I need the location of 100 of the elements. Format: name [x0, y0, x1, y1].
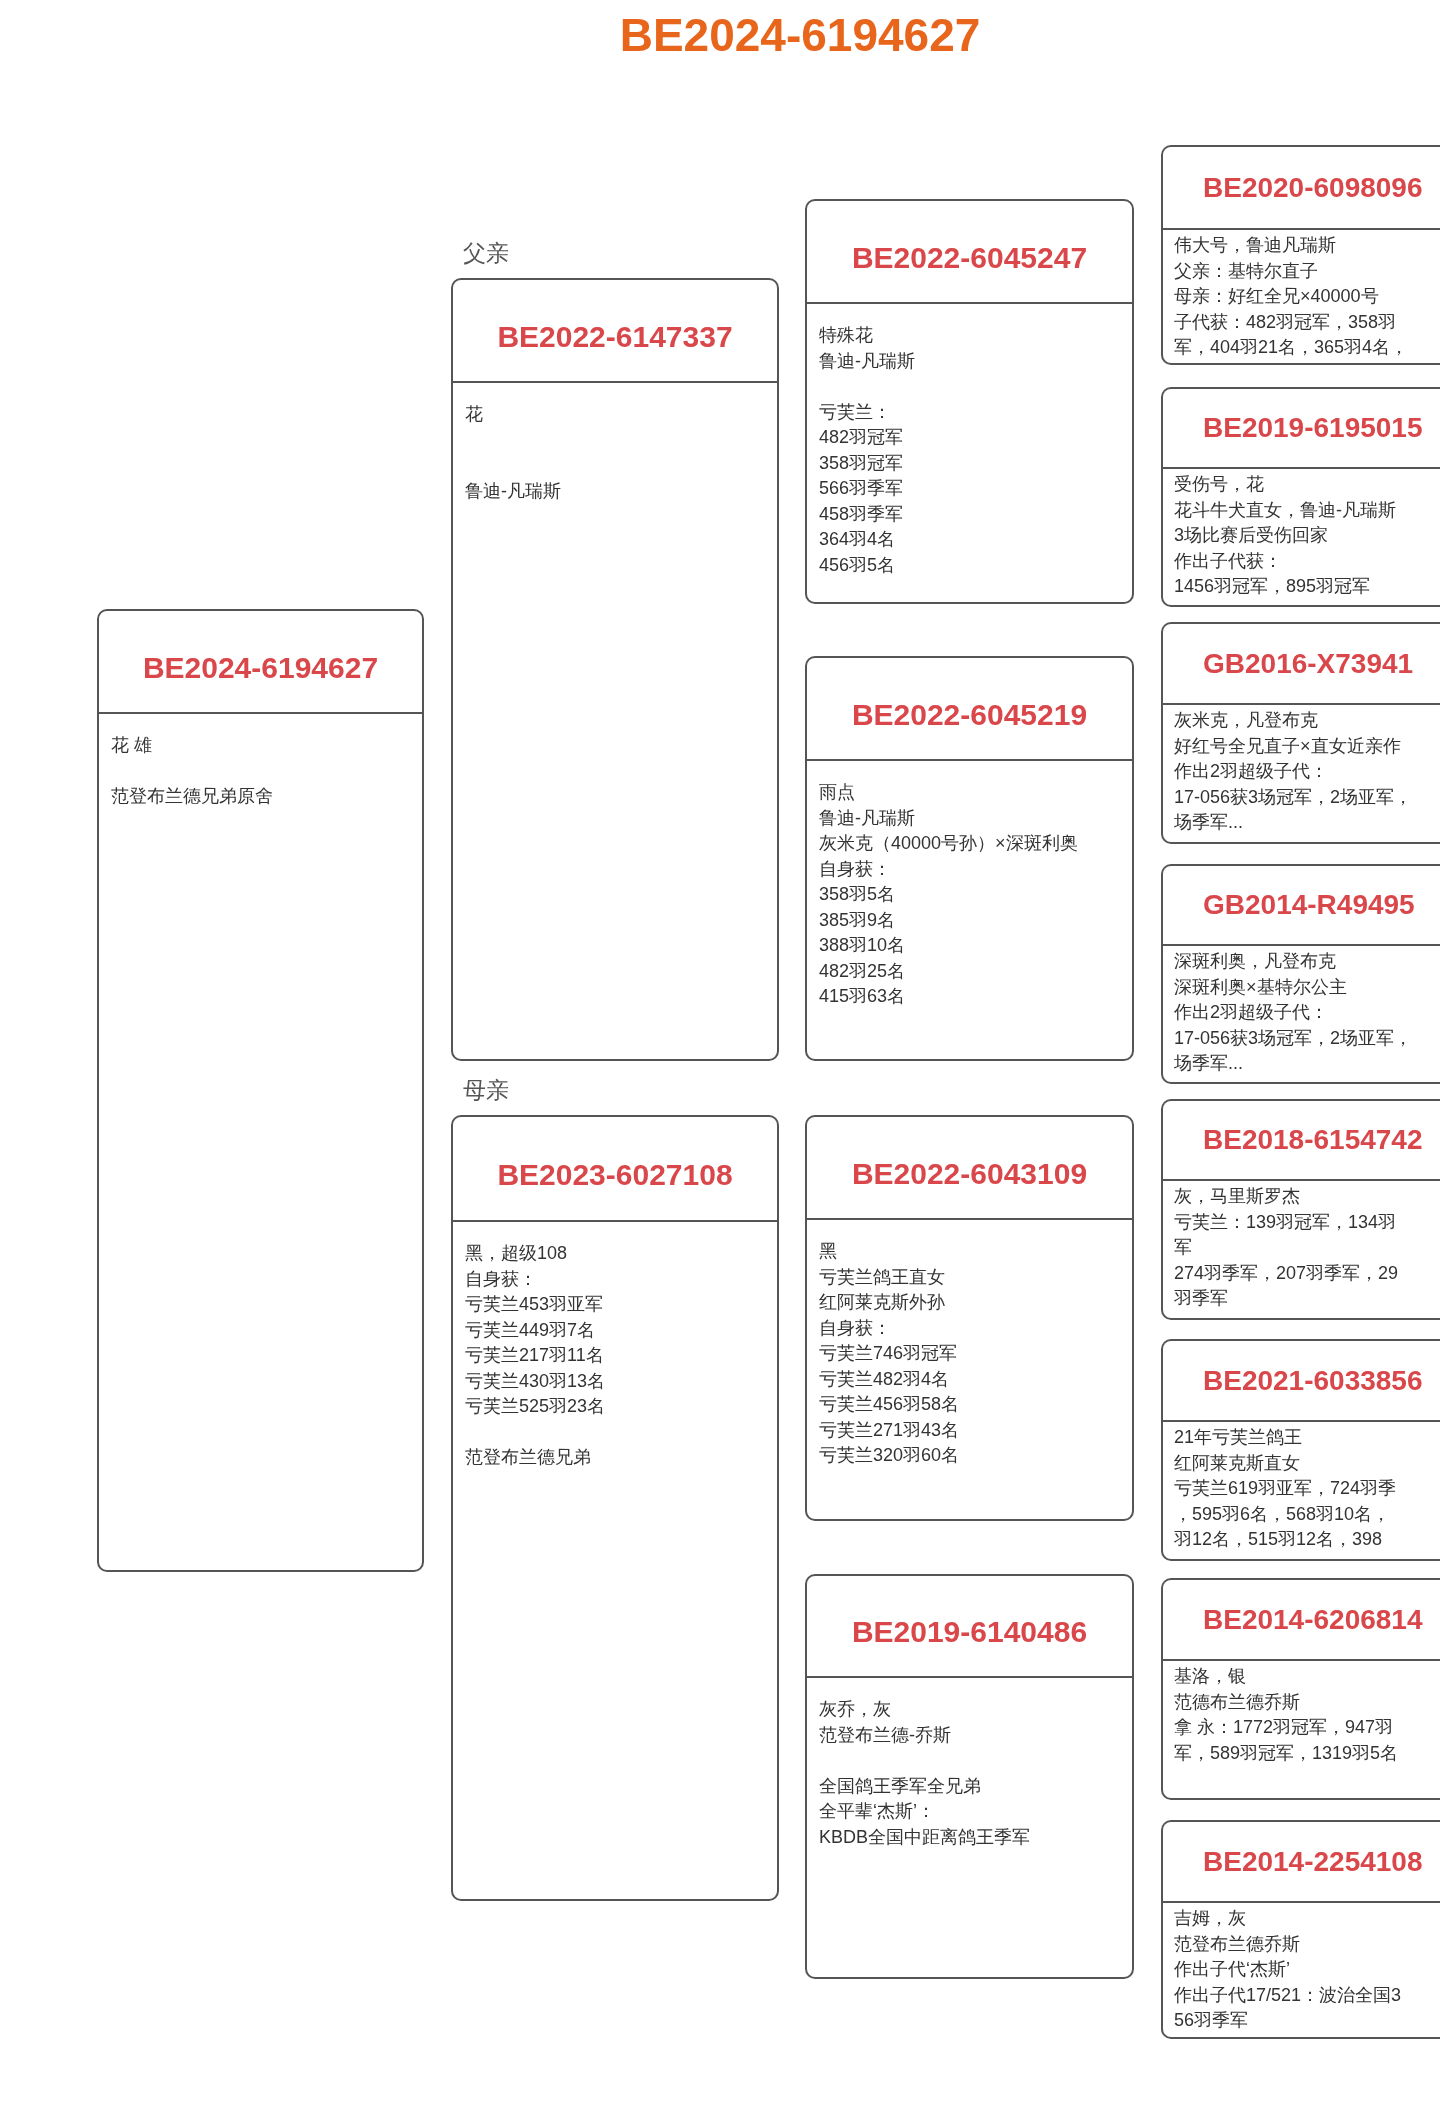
ring-number: BE2022-6043109 — [851, 1158, 1088, 1189]
ring-number: BE2022-6147337 — [497, 321, 733, 352]
pedigree-note: 自身获： — [819, 1317, 891, 1338]
pedigree-note: 17-056获3场冠军，2场亚军， — [1174, 1027, 1413, 1048]
pedigree-card — [1161, 622, 1440, 844]
pedigree-note: 花 — [465, 404, 483, 424]
pedigree-note: 父亲：基特尔直子 — [1174, 260, 1318, 281]
pedigree-card — [1161, 1578, 1440, 1800]
pedigree-note: 亏芙兰453羽亚军 — [465, 1294, 604, 1314]
pedigree-note: 全平辈‘杰斯’： — [819, 1801, 935, 1821]
ring-number: BE2024-6194627 — [142, 652, 379, 683]
ring-number: BE2022-6045247 — [851, 242, 1088, 273]
pedigree-note: 亏芙兰271羽43名 — [819, 1419, 960, 1440]
pedigree-note: 羽季军 — [1174, 1288, 1228, 1308]
pedigree-note: ，595羽6名，568羽10名， — [1174, 1503, 1391, 1524]
ring-number: BE2023-6027108 — [497, 1159, 733, 1190]
pedigree-note: 1456羽冠军，895羽冠军 — [1174, 576, 1371, 596]
ring-number: BE2021-6033856 — [1203, 1366, 1423, 1395]
ring-number: GB2014-R49495 — [1203, 891, 1415, 919]
diagram-title: BE2024-6194627 — [619, 12, 981, 58]
pedigree-note: 军 — [1174, 1237, 1192, 1257]
pedigree-note: 鲁迪-凡瑞斯 — [819, 350, 915, 371]
pedigree-note: 范登布兰德兄弟 — [465, 1447, 591, 1467]
pedigree-note: 伟大号，鲁迪凡瑞斯 — [1174, 235, 1336, 255]
pedigree-note: 军，404羽21名，365羽4名， — [1174, 337, 1409, 357]
pedigree-note: 场季军... — [1174, 812, 1243, 832]
pedigree-note: 自身获： — [819, 858, 891, 879]
pedigree-note: 黑，超级108 — [465, 1243, 568, 1263]
pedigree-note: 385羽9名 — [819, 909, 896, 930]
pedigree-note: 亏芙兰456羽58名 — [819, 1394, 960, 1414]
pedigree-note: 黑 — [819, 1241, 837, 1261]
pedigree-note: 亏芙兰746羽冠军 — [819, 1343, 958, 1363]
pedigree-note: KBDB全国中距离鸽王季军 — [819, 1826, 1031, 1847]
pedigree-note: 军，589羽冠军，1319羽5名 — [1174, 1742, 1399, 1763]
pedigree-note: 358羽5名 — [819, 884, 896, 904]
pedigree-note: 红阿莱克斯直女 — [1174, 1452, 1300, 1473]
pedigree-note: 拿 永：1772羽冠军，947羽 — [1174, 1717, 1394, 1737]
pedigree-note: 482羽冠军 — [819, 427, 904, 447]
pedigree-note: 自身获： — [465, 1268, 537, 1289]
pedigree-note: 深斑利奥，凡登布克 — [1174, 951, 1336, 971]
pedigree-note: 母亲：好红全兄×40000号 — [1174, 286, 1379, 306]
pedigree-note: 作出2羽超级子代： — [1174, 761, 1328, 781]
pedigree-note: 雨点 — [819, 782, 855, 802]
pedigree-card — [1161, 1339, 1440, 1561]
pedigree-note: 范登布兰德兄弟原舍 — [111, 786, 273, 806]
parent-label: 母亲 — [463, 1079, 509, 1102]
pedigree-note: 吉姆，灰 — [1174, 1908, 1246, 1928]
pedigree-note: 灰乔，灰 — [819, 1699, 891, 1719]
pedigree-note: 深斑利奥×基特尔公主 — [1174, 976, 1347, 997]
pedigree-note: 灰，马里斯罗杰 — [1174, 1186, 1300, 1206]
pedigree-note: 鲁迪-凡瑞斯 — [819, 807, 915, 828]
pedigree-note: 亏芙兰鸽王直女 — [819, 1266, 945, 1287]
pedigree-note: 作出子代获： — [1174, 550, 1282, 571]
pedigree-note: 亏芙兰482羽4名 — [819, 1368, 950, 1389]
pedigree-note: 21年亏芙兰鸽王 — [1174, 1427, 1303, 1447]
pedigree-card — [1161, 1099, 1440, 1320]
pedigree-note: 基洛，银 — [1174, 1666, 1246, 1686]
pedigree-note: 亏芙兰217羽11名 — [465, 1345, 604, 1365]
pedigree-note: 灰米克（40000号孙）×深斑利奥 — [819, 833, 1078, 853]
pedigree-note: 17-056获3场冠军，2场亚军， — [1174, 786, 1413, 807]
pedigree-note: 388羽10名 — [819, 935, 906, 955]
pedigree-note: 鲁迪-凡瑞斯 — [465, 480, 561, 501]
pedigree-note: 作出2羽超级子代： — [1174, 1002, 1328, 1022]
pedigree-card — [1161, 145, 1440, 365]
pedigree-note: 566羽季军 — [819, 478, 904, 498]
pedigree-card — [451, 1115, 779, 1901]
pedigree-note: 受伤号，花 — [1174, 474, 1264, 494]
pedigree-note: 范登布兰德-乔斯 — [819, 1724, 951, 1745]
pedigree-note: 全国鸽王季军全兄弟 — [819, 1775, 981, 1796]
pedigree-note: 亏芙兰619羽亚军，724羽季 — [1174, 1478, 1397, 1498]
pedigree-note: 花 雄 — [111, 735, 152, 755]
pedigree-note: 花斗牛犬直女，鲁迪-凡瑞斯 — [1174, 499, 1396, 520]
pedigree-note: 红阿莱克斯外孙 — [819, 1292, 945, 1312]
pedigree-card — [805, 656, 1134, 1061]
ring-number: BE2020-6098096 — [1203, 173, 1423, 202]
pedigree-note: 特殊花 — [819, 325, 873, 345]
ring-number: BE2019-6195015 — [1203, 414, 1423, 442]
pedigree-note: 482羽25名 — [819, 960, 906, 981]
ring-number: GB2016-X73941 — [1203, 649, 1414, 678]
pedigree-note: 456羽5名 — [819, 554, 896, 575]
pedigree-card — [97, 609, 424, 1572]
pedigree-note: 好红号全兄直子×直女近亲作 — [1174, 735, 1401, 756]
pedigree-note: 亏芙兰：139羽冠军，134羽 — [1174, 1211, 1397, 1232]
pedigree-card — [805, 1115, 1134, 1521]
pedigree-card — [1161, 1820, 1440, 2039]
pedigree-note: 场季军... — [1174, 1053, 1243, 1073]
pedigree-note: 范登布兰德乔斯 — [1174, 1933, 1300, 1954]
pedigree-note: 3场比赛后受伤回家 — [1174, 525, 1328, 545]
pedigree-note: 亏芙兰： — [819, 401, 891, 422]
pedigree-note: 羽12名，515羽12名，398 — [1174, 1529, 1383, 1549]
pedigree-note: 358羽冠军 — [819, 452, 904, 473]
pedigree-note: 274羽季军，207羽季军，29 — [1174, 1262, 1399, 1283]
pedigree-note: 亏芙兰320羽60名 — [819, 1445, 960, 1465]
pedigree-note: 458羽季军 — [819, 503, 904, 524]
ring-number: BE2018-6154742 — [1203, 1126, 1423, 1154]
pedigree-note: 灰米克，凡登布克 — [1174, 710, 1318, 730]
ring-number: BE2014-6206814 — [1203, 1605, 1423, 1634]
pedigree-card — [451, 278, 779, 1061]
pedigree-note: 364羽4名 — [819, 529, 896, 549]
pedigree-card — [805, 199, 1134, 604]
